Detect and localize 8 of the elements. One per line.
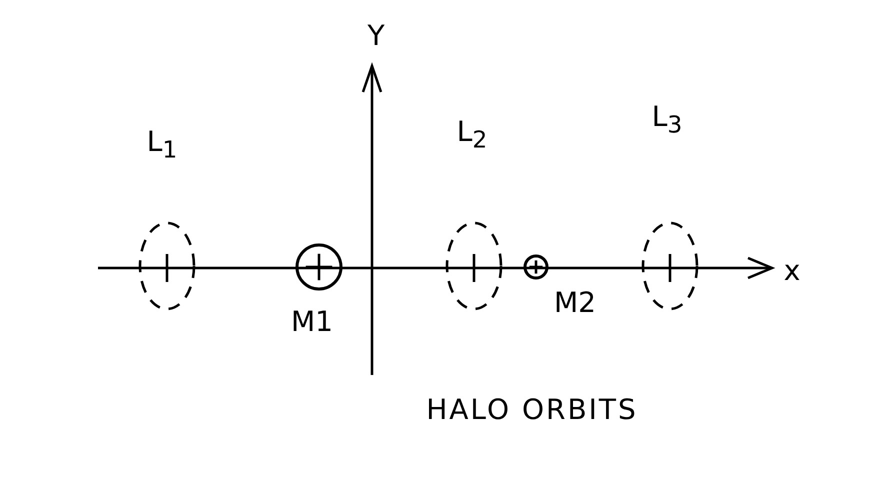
lagrange-point-label: L$_{3}$ xyxy=(652,103,682,137)
axis-label: Y xyxy=(367,22,385,50)
caption: HALO ORBITS xyxy=(426,396,638,424)
body-label: M1 xyxy=(291,308,333,336)
lagrange-point-label: L$_{2}$ xyxy=(456,118,488,152)
lagrange-point-label: L$_{1}$ xyxy=(146,128,178,162)
axis-label: x xyxy=(784,257,800,285)
body-label: M2 xyxy=(554,289,596,317)
